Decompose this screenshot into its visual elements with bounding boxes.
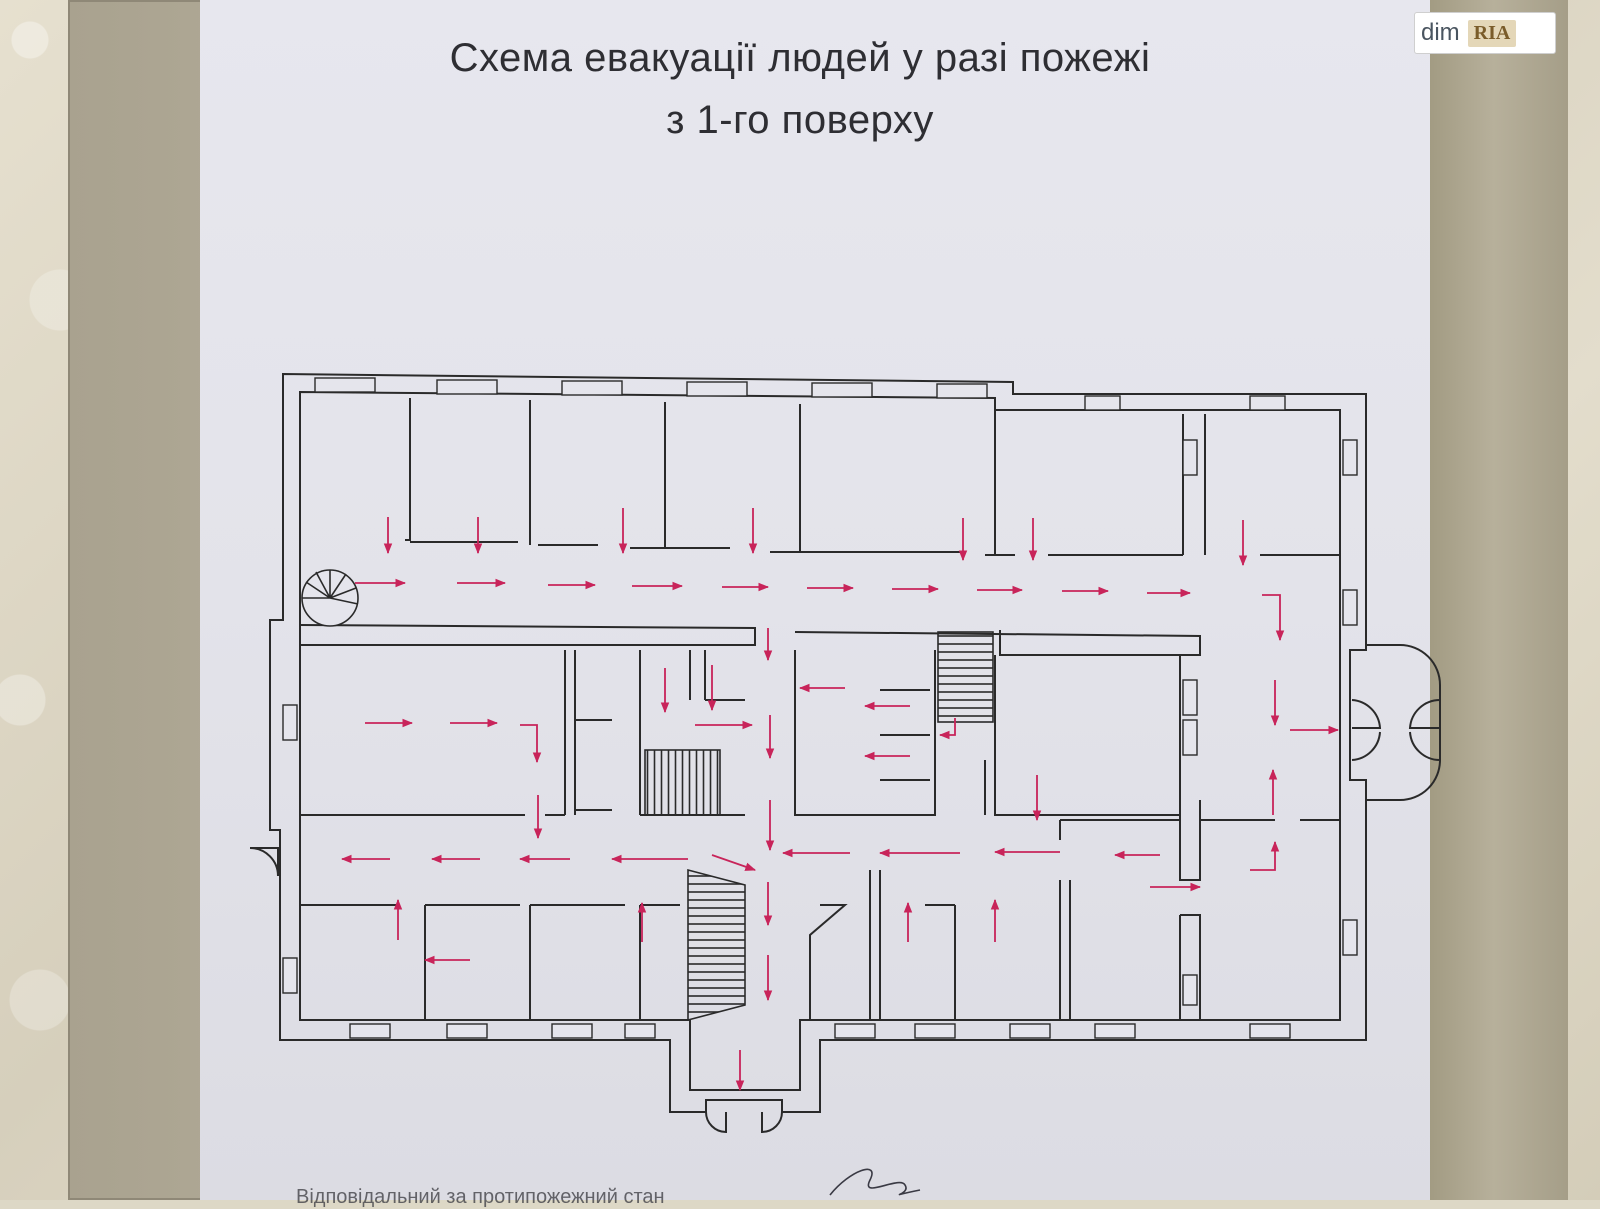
evacuation-sign-paper — [200, 0, 1430, 1200]
plan-windows — [282, 377, 1358, 1039]
sign-title: Схема евакуації людей у разі пожежі — [449, 36, 1151, 80]
picture-frame-right-side — [1420, 0, 1568, 1200]
dimria-watermark: dim RIA — [1414, 12, 1556, 54]
sign-subtitle: з 1-го поверху — [666, 98, 934, 142]
ria-logo: RIA — [1467, 19, 1517, 47]
signature — [829, 1168, 921, 1196]
plan-stairs — [301, 569, 994, 1022]
watermark-brand: dim — [1421, 19, 1460, 46]
plan-walls — [249, 372, 1441, 1134]
responsible-person-caption: Відповідальний за протипожежний стан — [296, 1186, 665, 1208]
evacuation-arrows — [340, 508, 1340, 1092]
